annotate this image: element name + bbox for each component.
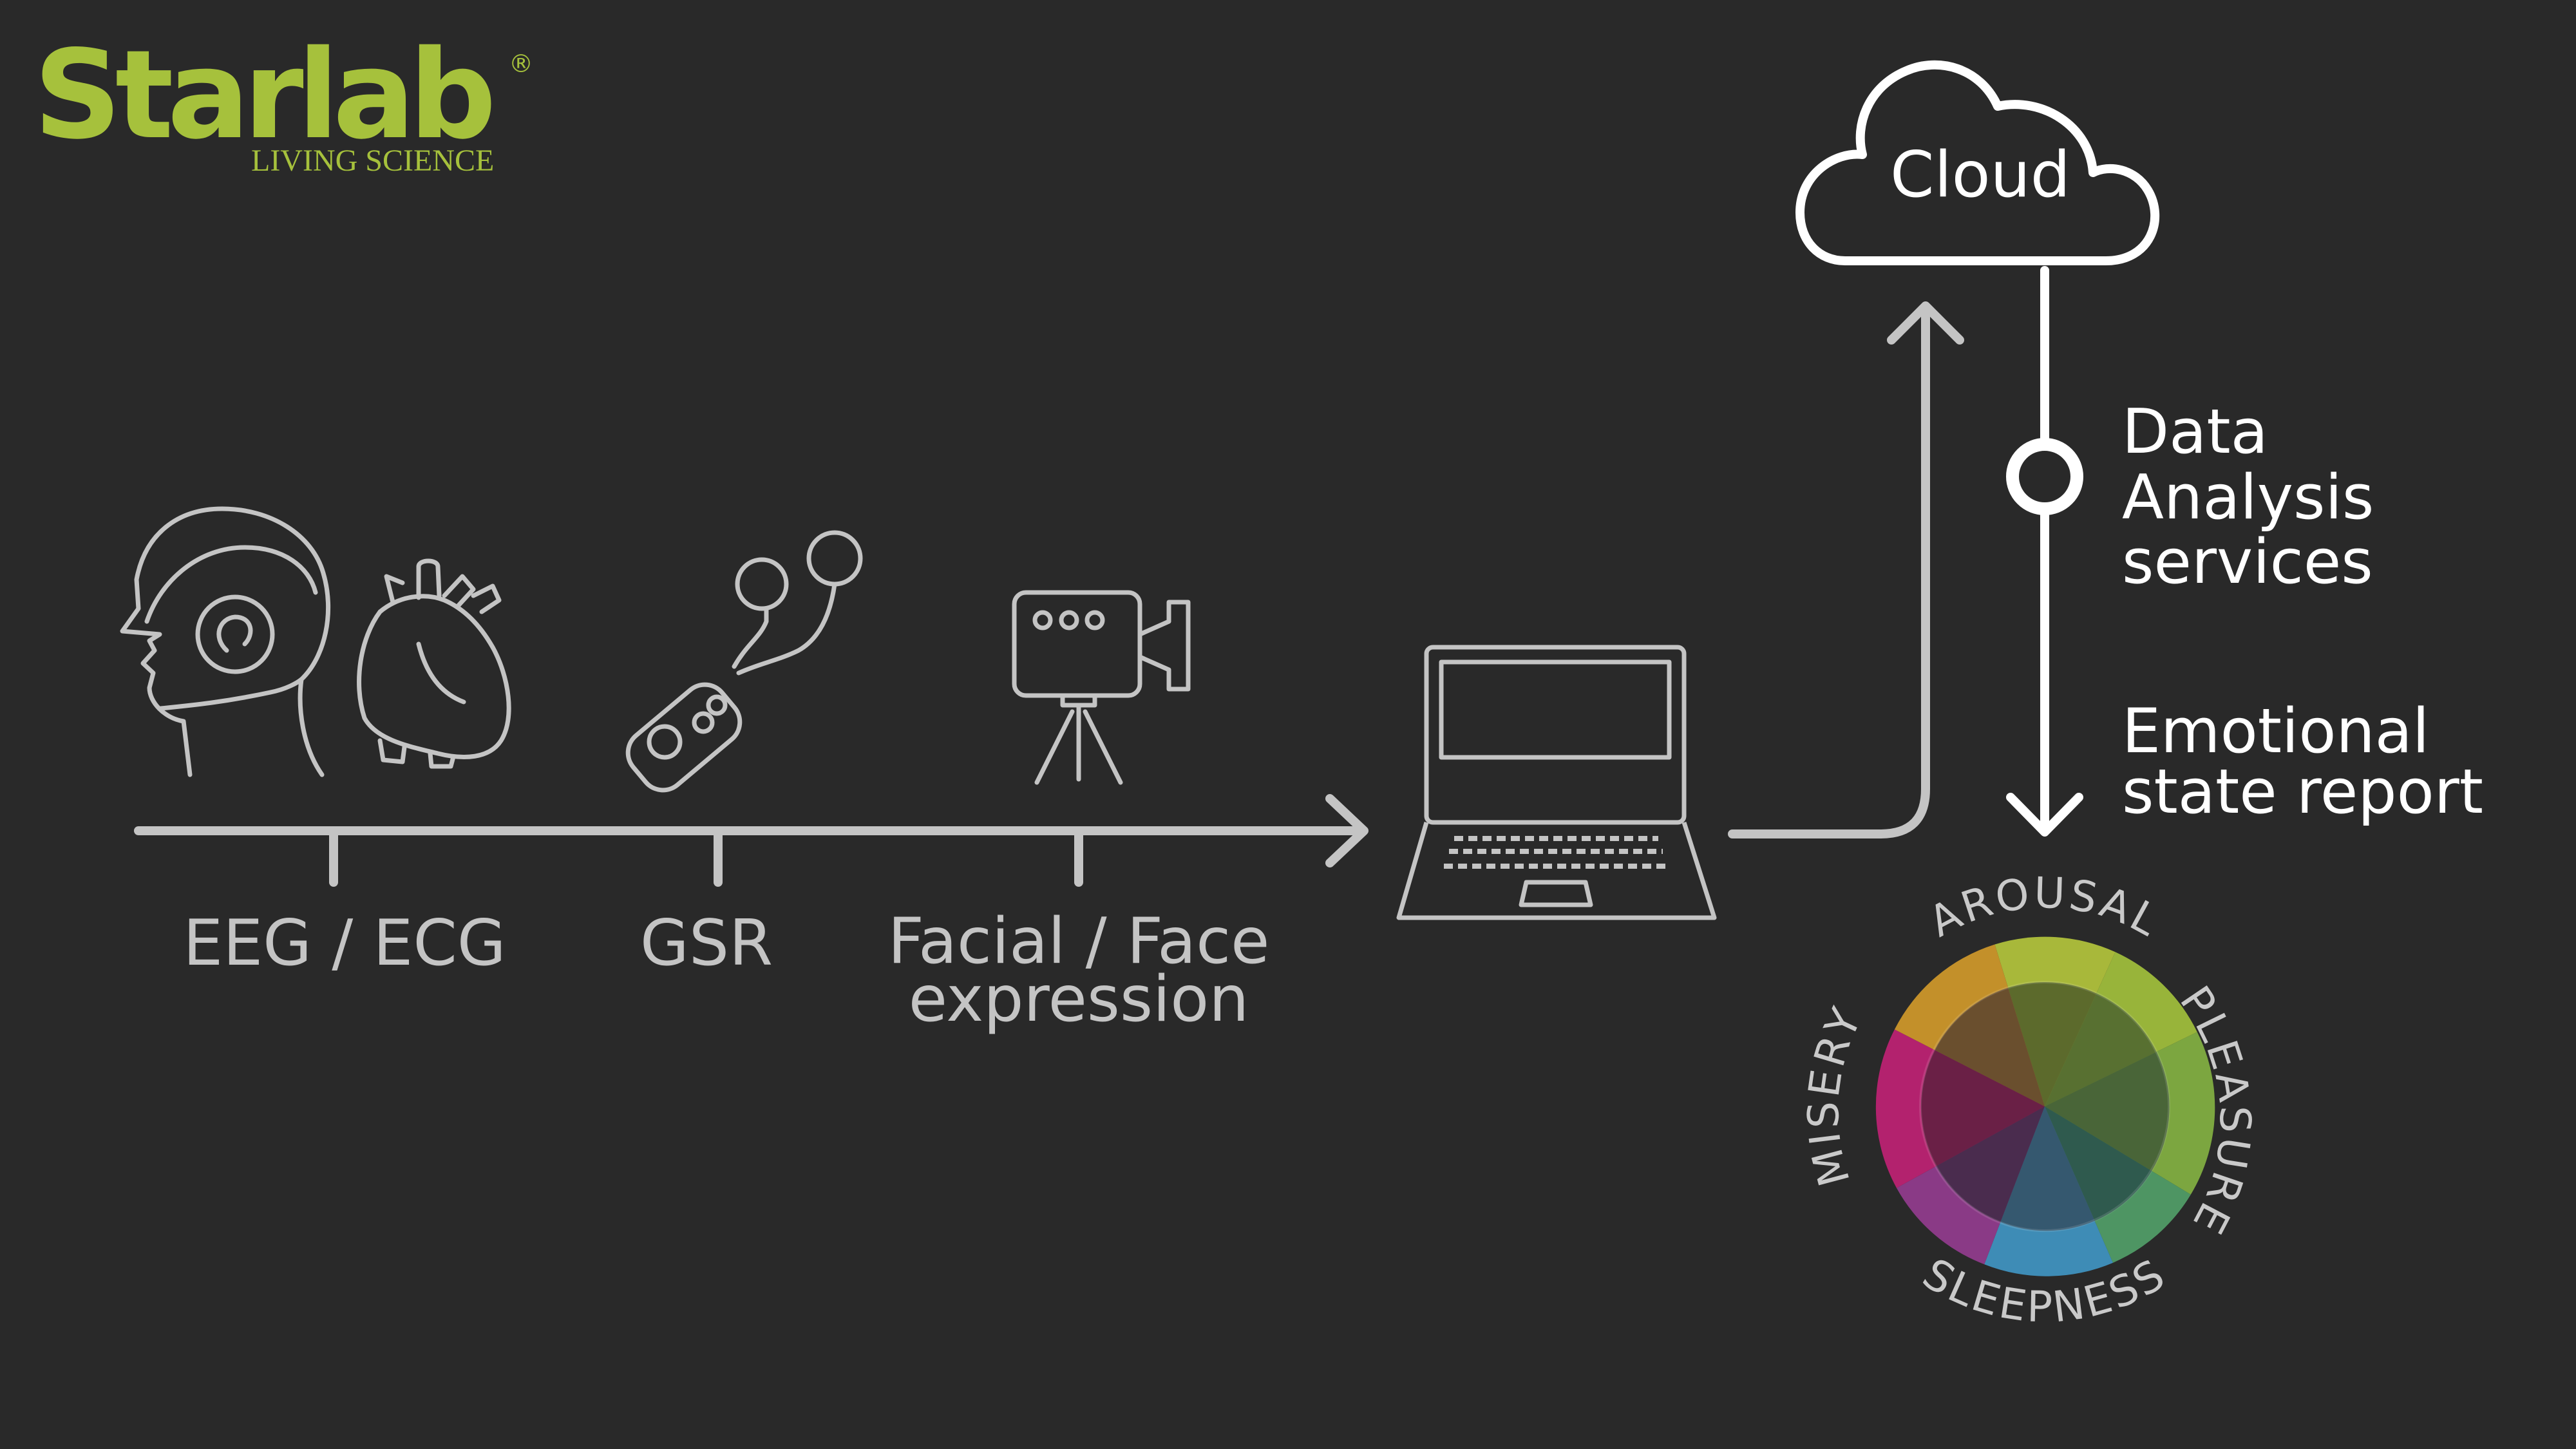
laptop-to-cloud-arrow xyxy=(1728,301,1964,838)
services-line3: services xyxy=(2122,527,2373,598)
report-line2: state report xyxy=(2122,757,2483,828)
cloud-to-report-arrow xyxy=(2006,266,2083,837)
logo-registered-mark: ® xyxy=(509,50,533,78)
video-camera-on-tripod-icon xyxy=(1012,590,1191,785)
starlab-logo: Starlab ® LIVING SCIENCE xyxy=(33,24,533,178)
timeline-arrowhead xyxy=(1325,794,1368,867)
cloud-icon: Cloud xyxy=(1795,60,2160,265)
label-gsr: GSR xyxy=(640,907,773,980)
services-line1: Data xyxy=(2122,397,2268,468)
services-line2: Analysis xyxy=(2122,462,2374,533)
label-facial-line1: Facial / Face xyxy=(888,905,1270,978)
emotion-wheel-inner-ring xyxy=(1920,982,2170,1231)
wheel-label-arousal: AROUSAL xyxy=(1921,868,2169,947)
data-analysis-node xyxy=(2006,438,2083,515)
sensor-timeline xyxy=(134,794,1368,887)
heart-icon xyxy=(357,558,511,769)
report-line1: Emotional xyxy=(2122,696,2429,767)
laptop-icon xyxy=(1396,645,1717,920)
label-eeg-ecg: EEG / ECG xyxy=(183,907,506,980)
logo-wordmark: Starlab xyxy=(33,24,491,166)
gsr-sensor-icon xyxy=(625,530,863,793)
logo-tagline: LIVING SCIENCE xyxy=(251,144,494,178)
wheel-label-misery: MISERY xyxy=(1799,999,1872,1191)
cloud-label: Cloud xyxy=(1890,138,2070,212)
emotion-wheel xyxy=(1875,936,2215,1276)
label-facial-line2: expression xyxy=(909,963,1249,1036)
head-with-eeg-cap-icon xyxy=(120,506,331,777)
